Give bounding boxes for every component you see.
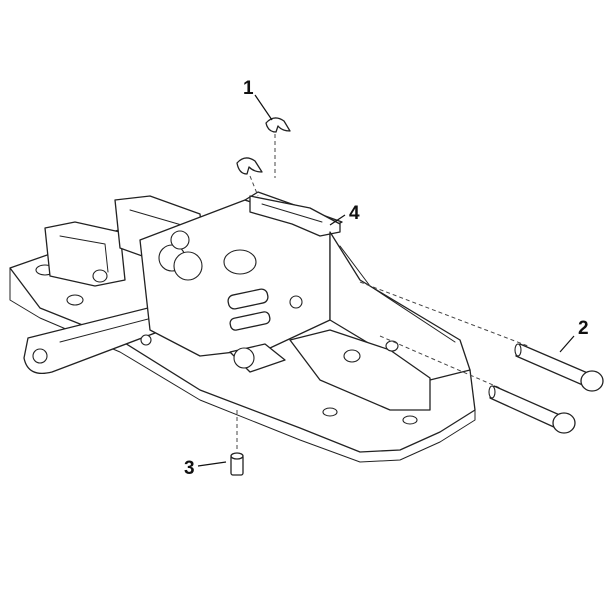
callout-1: 1 [243,78,254,99]
pin-part-2 [488,343,604,434]
assembly-lines [236,134,529,452]
bushing-part-3 [230,452,244,476]
top-bracket-part-4 [249,195,341,237]
clip-part-1 [236,117,291,175]
callout-4: 4 [349,203,360,224]
callout-3: 3 [184,458,195,479]
right-rails [229,231,471,411]
callout-leaders [197,94,575,467]
callout-2: 2 [578,318,589,339]
